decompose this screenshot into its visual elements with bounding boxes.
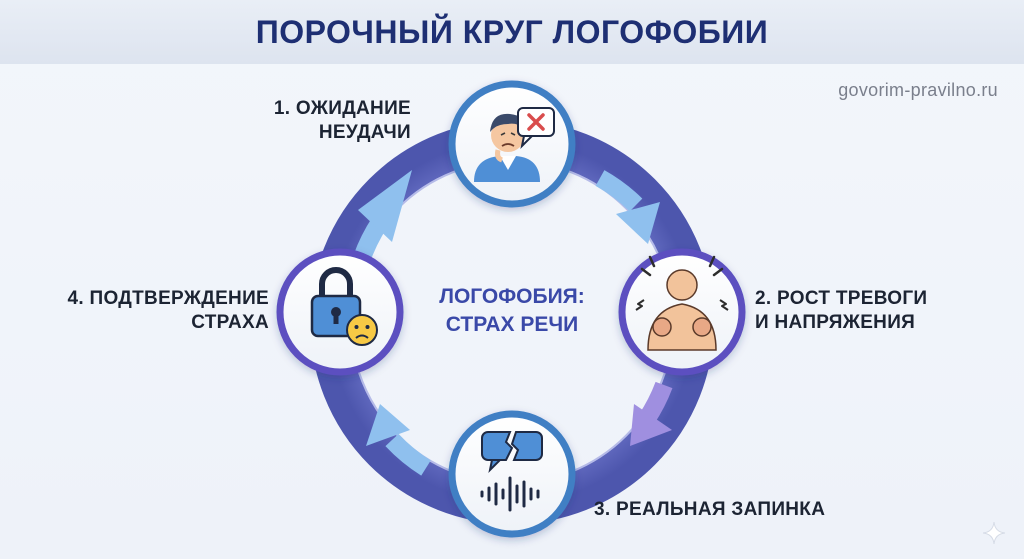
page-title: ПОРОЧНЫЙ КРУГ ЛОГОФОБИИ [255, 13, 769, 50]
step-3-line-1: 3. РЕАЛЬНАЯ ЗАПИНКА [594, 499, 826, 520]
sparkle-icon [982, 521, 1006, 545]
center-caption: ЛОГОФОБИЯ: СТРАХ РЕЧИ [407, 283, 617, 339]
worried-person-icon [474, 107, 555, 182]
arrow-1-to-2 [595, 170, 660, 244]
center-line-1: ЛОГОФОБИЯ: [439, 285, 585, 308]
step-4-label: 4. ПОДТВЕРЖДЕНИЕ СТРАХА [68, 287, 270, 335]
header-bar: ПОРОЧНЫЙ КРУГ ЛОГОФОБИИ [0, 0, 1024, 64]
step-1-line-1: 1. ОЖИДАНИЕ [273, 98, 411, 119]
step-1-line-2: НЕУДАЧИ [318, 122, 411, 143]
tense-person-icon [635, 255, 729, 351]
step-1-label: 1. ОЖИДАНИЕ НЕУДАЧИ [274, 97, 411, 145]
step-2-label: 2. РОСТ ТРЕВОГИ И НАПРЯЖЕНИЯ [755, 287, 927, 335]
broken-speech-icon [480, 431, 543, 512]
arrow-3-to-4 [366, 404, 431, 476]
step-2-line-2: И НАПРЯЖЕНИЯ [755, 312, 916, 333]
lock-sad-face-icon [310, 267, 378, 346]
step-2-line-1: 2. РОСТ ТРЕВОГИ [755, 288, 928, 309]
center-line-2: СТРАХ РЕЧИ [445, 313, 579, 336]
step-3-node [448, 410, 576, 538]
step-4-line-2: СТРАХА [191, 312, 269, 333]
step-4-line-1: 4. ПОДТВЕРЖДЕНИЕ [67, 288, 269, 309]
arrow-2-to-3 [630, 381, 673, 446]
site-watermark: govorim-pravilno.ru [838, 80, 998, 100]
step-3-label: 3. РЕАЛЬНАЯ ЗАПИНКА [594, 498, 825, 522]
